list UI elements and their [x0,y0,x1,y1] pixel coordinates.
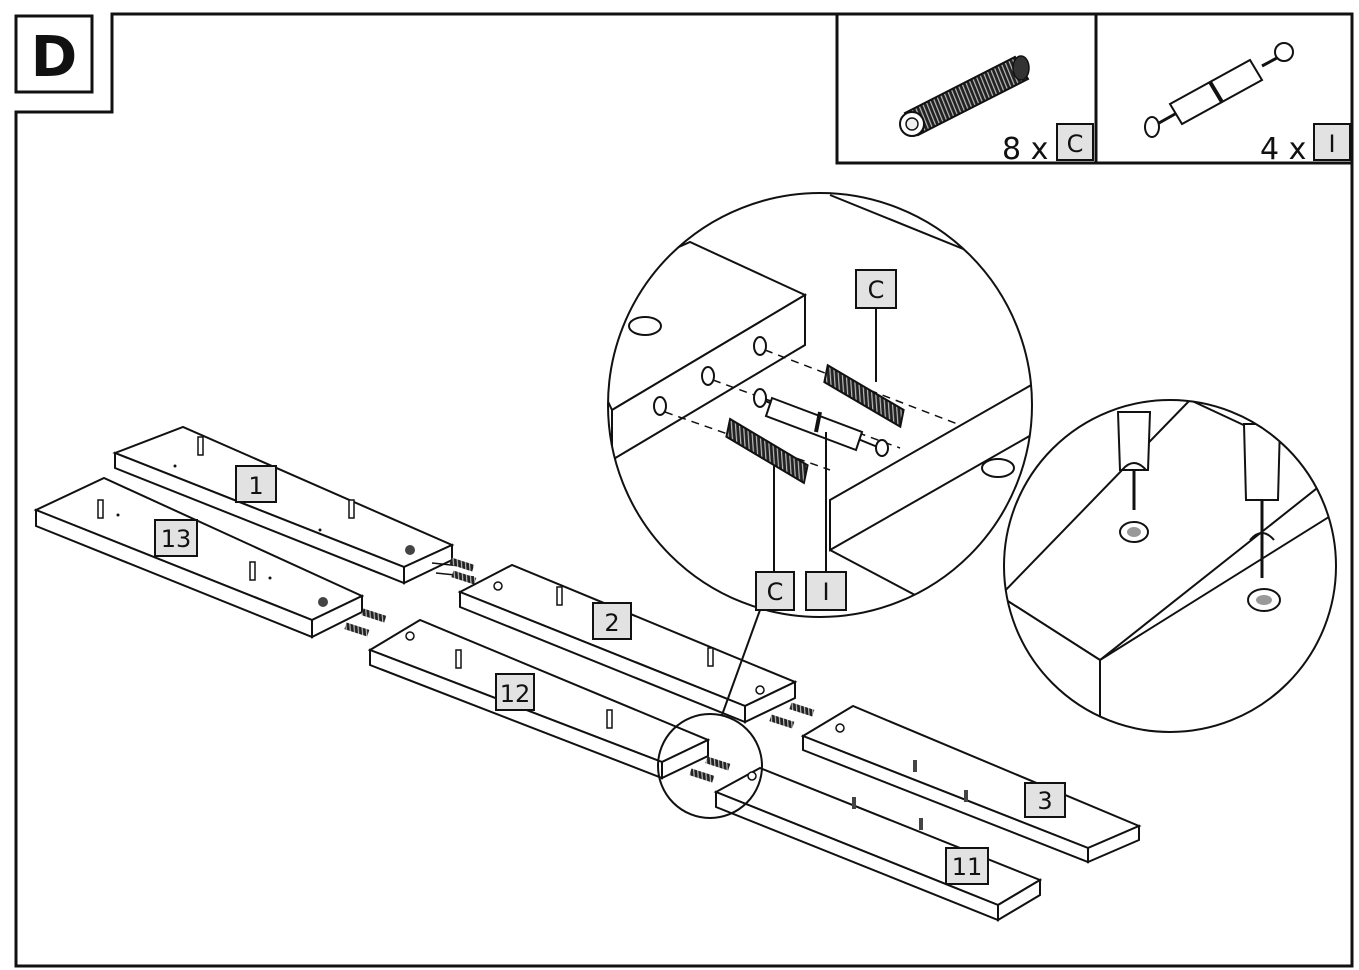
legend-qty-i: 4 x [1260,132,1306,167]
board-label-2: 2 [604,609,619,637]
wooden-dowel-icon [899,55,1030,137]
cam-tightening-detail [1003,399,1337,733]
step-letter: D [31,25,77,90]
cam-bolt-connector-icon [1144,42,1294,138]
parts-legend: 8 x C 4 x I [835,12,1354,167]
board-label-13: 13 [161,525,192,553]
board-12: 12 [367,618,731,783]
callout-dowel-c-lower: C [767,578,784,606]
step-badge: D [14,14,94,94]
callout-dowel-c: C [868,276,885,304]
legend-code-c: C [1067,130,1084,158]
board-3: 3 [800,704,1142,864]
joint-detail-view: C C I [607,192,1033,618]
board-2: 2 [457,563,815,729]
board-label-1: 1 [248,472,263,500]
board-label-11: 11 [952,853,983,881]
board-1: 1 [112,425,477,585]
joint-magnifier [657,713,763,819]
callout-connector-i: I [822,578,829,606]
board-13: 13 [33,476,387,639]
legend-code-i: I [1328,130,1335,158]
screwdriver-icon [1116,411,1152,543]
board-11: 11 [713,766,1043,922]
board-label-3: 3 [1037,787,1052,815]
legend-qty-c: 8 x [1002,132,1048,167]
board-label-12: 12 [500,680,531,708]
